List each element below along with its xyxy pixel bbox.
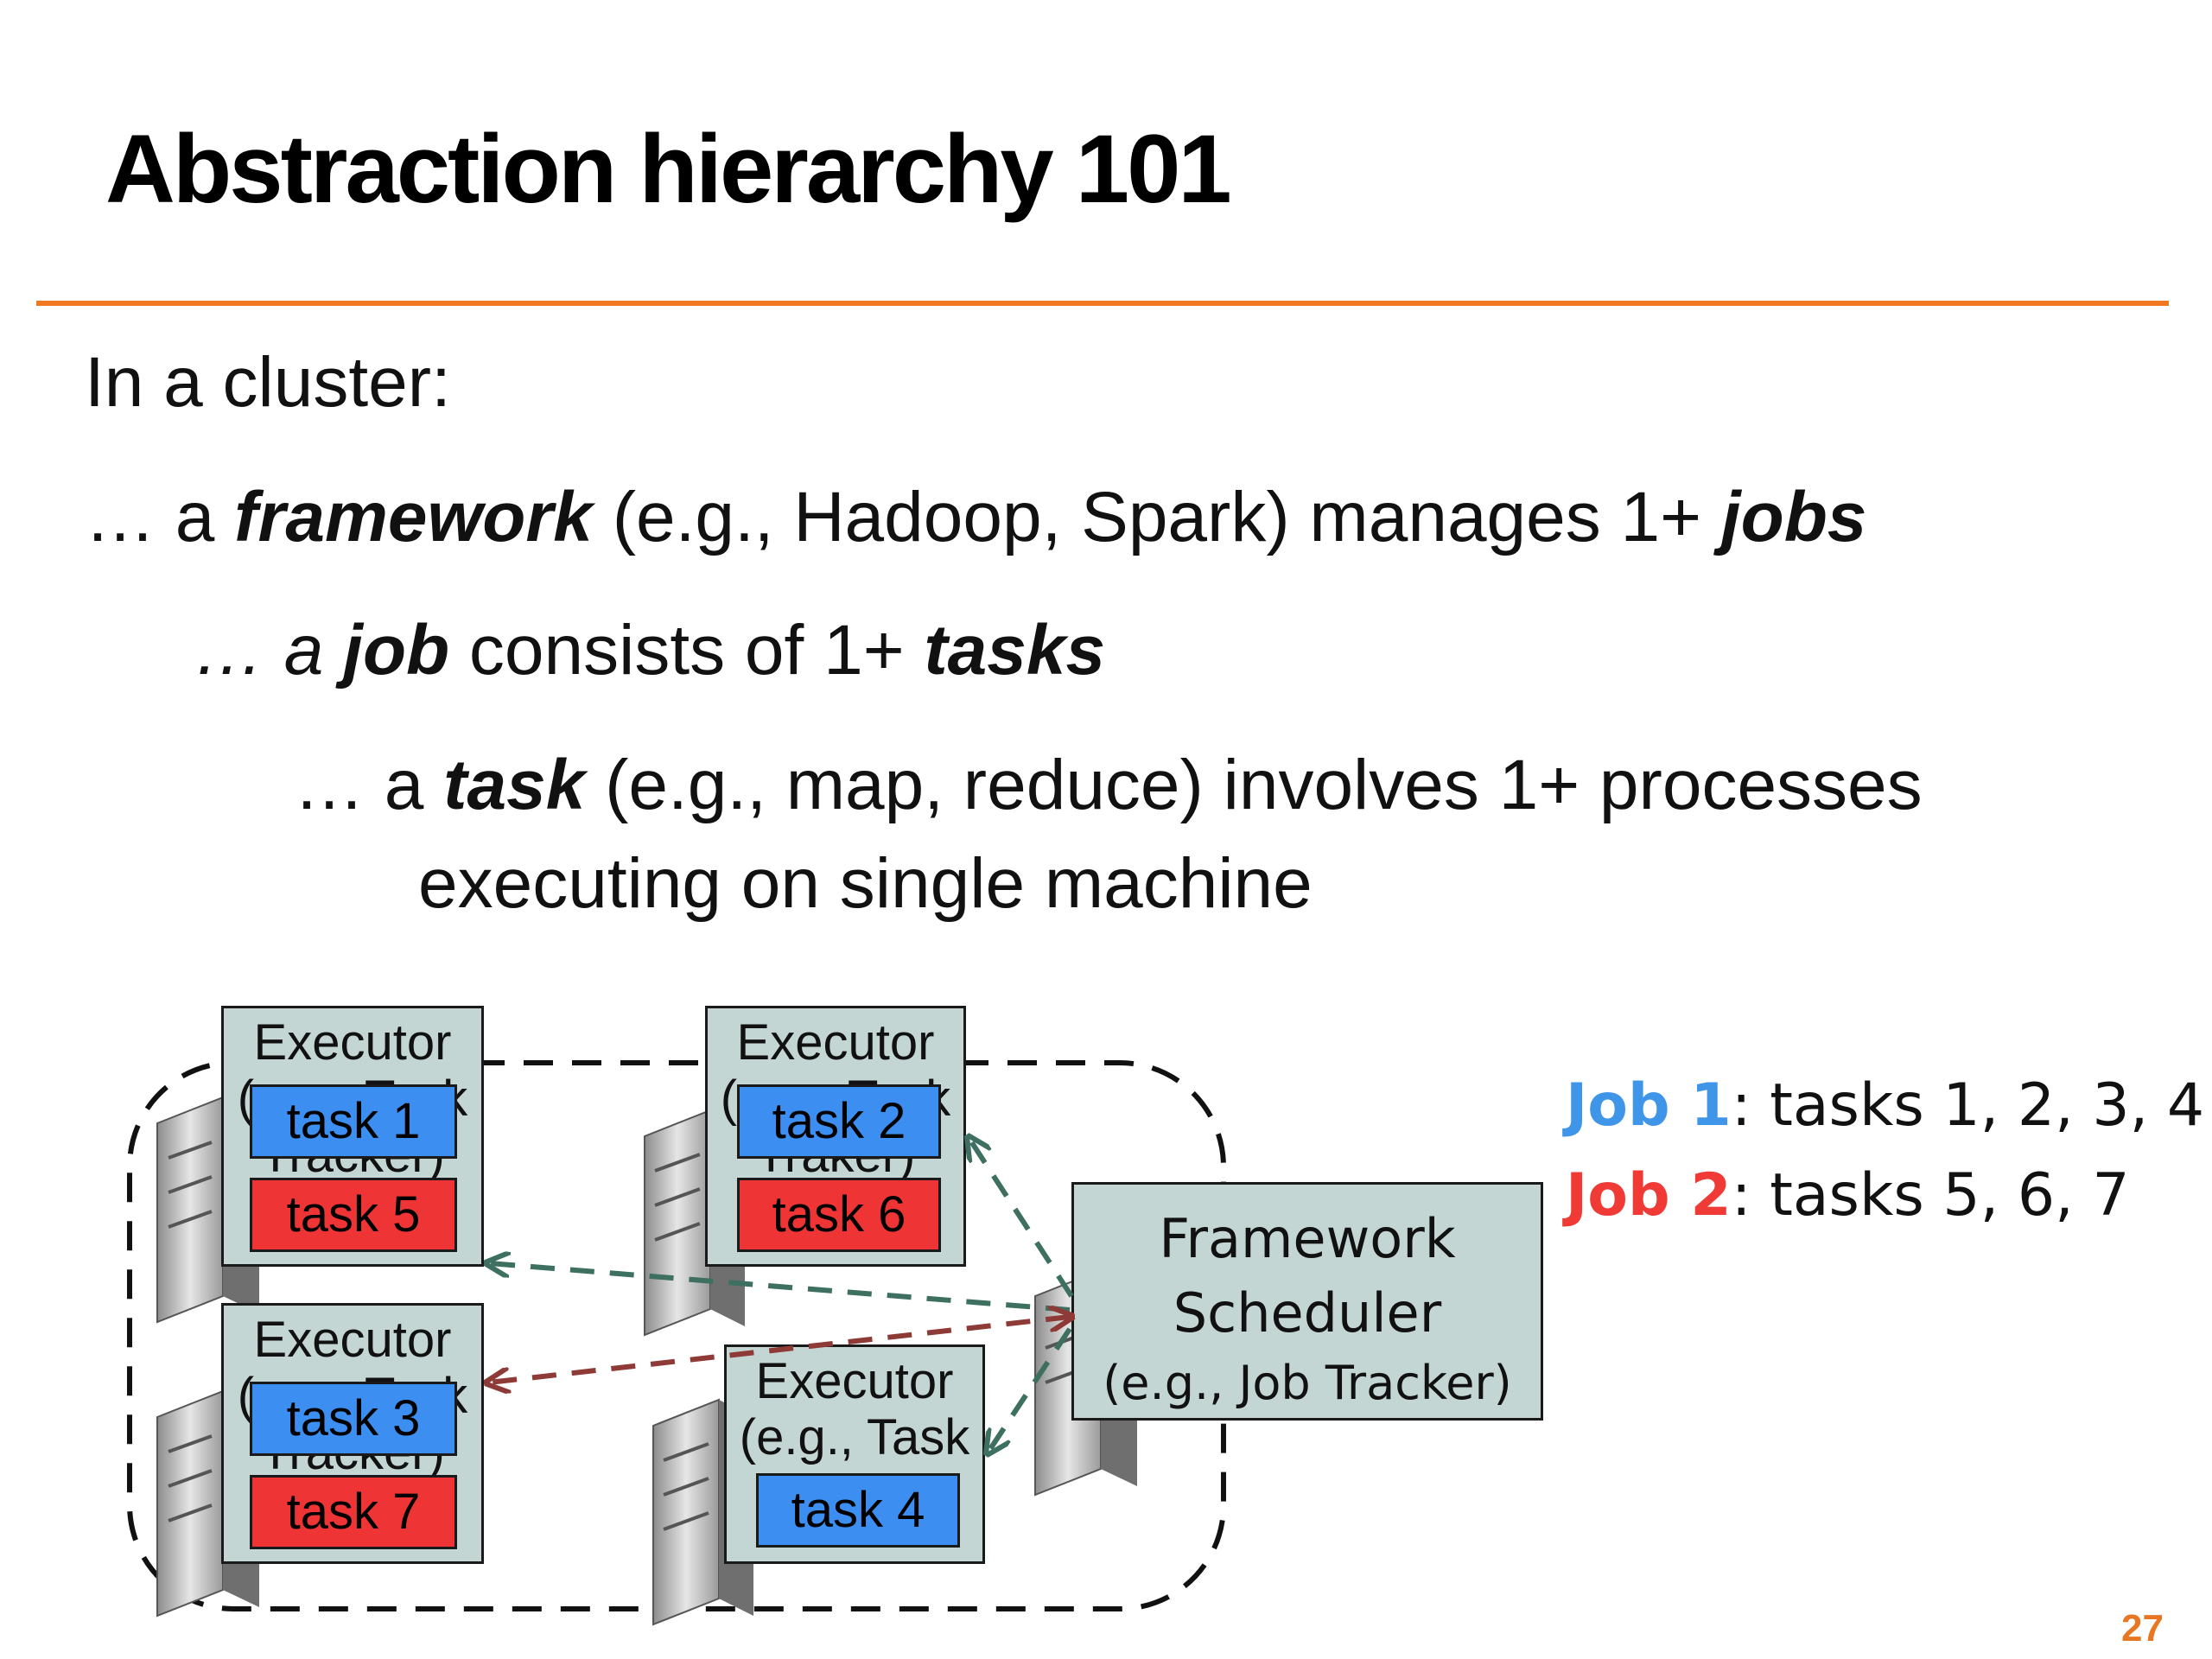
legend-job-1: Job 1: tasks 1, 2, 3, 4	[1566, 1071, 2205, 1140]
slide-title: Abstraction hierarchy 101	[105, 115, 1232, 223]
scheduler-line-3: (e.g., Job Tracker)	[1103, 1356, 1512, 1410]
legend-job-2-name: Job 2	[1566, 1161, 1732, 1230]
legend-job-1-name: Job 1	[1566, 1071, 1732, 1140]
executor-node-1: Executor (e.g., Task Tracker) task 1 tas…	[221, 1006, 484, 1267]
executor-node-2: Executor (e.g., Task Traker) task 2 task…	[705, 1006, 966, 1267]
task-box: task 7	[250, 1475, 457, 1549]
scheduler-line-1: Framework	[1159, 1207, 1456, 1270]
legend-job-2: Job 2: tasks 5, 6, 7	[1566, 1161, 2130, 1230]
task-box: task 5	[250, 1178, 457, 1252]
task-box: task 4	[756, 1473, 960, 1548]
framework-scheduler: Framework Scheduler (e.g., Job Tracker)	[1071, 1182, 1543, 1421]
task-box: task 1	[250, 1084, 457, 1159]
task-box: task 6	[737, 1178, 941, 1252]
executor-node-3: Executor (e.g., Task Tracker) task 3 tas…	[221, 1303, 484, 1564]
bullet-task: … a task (e.g., map, reduce) involves 1+…	[294, 746, 1923, 824]
scheduler-line-2: Scheduler	[1173, 1281, 1442, 1344]
bullet-job: … a job consists of 1+ tasks	[194, 611, 1106, 690]
term-framework: framework	[234, 478, 593, 556]
task-box: task 2	[737, 1084, 941, 1159]
term-tasks: tasks	[924, 611, 1106, 690]
title-divider	[36, 301, 2169, 306]
bullet-cluster: In a cluster:	[85, 343, 451, 422]
term-task: task	[443, 746, 586, 824]
term-jobs: jobs	[1720, 478, 1867, 556]
bullet-task-continued: executing on single machine	[418, 844, 1313, 923]
task-box: task 3	[250, 1382, 457, 1456]
bullet-framework: … a framework (e.g., Hadoop, Spark) mana…	[85, 478, 1867, 556]
term-job: job	[343, 611, 450, 690]
page-number: 27	[2121, 1607, 2164, 1649]
executor-node-4: Executor (e.g., Task Tracker) task 4	[724, 1344, 985, 1564]
